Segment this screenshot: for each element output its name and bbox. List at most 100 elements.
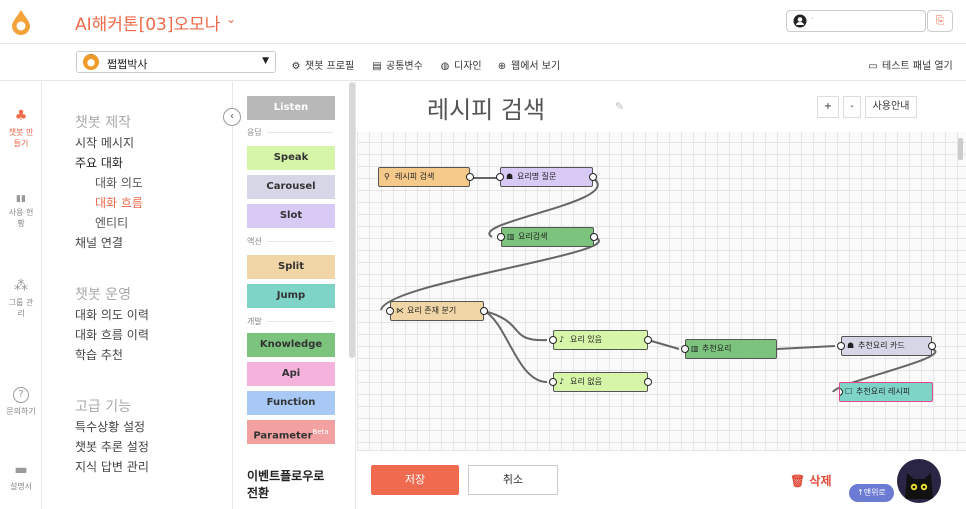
input-port[interactable] bbox=[681, 345, 689, 353]
chat-assistant-avatar[interactable] bbox=[897, 459, 941, 503]
input-port[interactable] bbox=[549, 336, 557, 344]
trash-icon: 🗑 bbox=[790, 474, 806, 488]
output-port[interactable] bbox=[466, 173, 474, 181]
zoom-out-button[interactable]: - bbox=[843, 96, 861, 118]
output-port[interactable] bbox=[644, 336, 652, 344]
account-selector[interactable]: · bbox=[786, 10, 926, 32]
output-port[interactable] bbox=[590, 233, 598, 241]
output-port[interactable] bbox=[589, 173, 597, 181]
palette-function[interactable]: Function bbox=[247, 391, 335, 415]
nav-label: 사용 현황 bbox=[8, 208, 34, 228]
divider bbox=[267, 321, 333, 322]
logo-icon[interactable] bbox=[10, 9, 32, 35]
menu-item-main-dialog[interactable]: 주요 대화 bbox=[75, 156, 123, 170]
menu-section-title: 챗봇 제작 bbox=[75, 115, 131, 131]
flow-node-dish-exists[interactable]: ♪요리 있음 bbox=[549, 330, 652, 350]
menu-item-learning[interactable]: 학습 추천 bbox=[75, 348, 123, 362]
nav-usage[interactable]: ▮▮ 사용 현황 bbox=[0, 194, 42, 229]
input-port[interactable] bbox=[386, 307, 394, 315]
bot-profile-button[interactable]: ⚙챗봇 프로필 bbox=[290, 57, 355, 72]
palette-split[interactable]: Split bbox=[247, 255, 335, 279]
palette-jump[interactable]: Jump bbox=[247, 284, 335, 308]
nav-group[interactable]: ⁂ 그룹 관리 bbox=[0, 278, 42, 319]
menu-section-title: 고급 기능 bbox=[75, 399, 131, 415]
chevron-down-icon[interactable]: ⌄ bbox=[226, 12, 237, 26]
output-port[interactable] bbox=[480, 307, 488, 315]
design-button[interactable]: ◍디자인 bbox=[439, 57, 482, 72]
palette-parameter[interactable]: ParameterBeta bbox=[247, 420, 335, 444]
knowledge-icon: ▥ bbox=[507, 232, 515, 241]
nav-chatbot-build[interactable]: ♣ 챗봇 만들기 bbox=[0, 108, 42, 149]
nav-manual[interactable]: ▬ 설명서 bbox=[0, 462, 42, 492]
account-name: · bbox=[811, 14, 814, 24]
input-port[interactable] bbox=[837, 342, 845, 350]
palette-icon: ◍ bbox=[440, 61, 450, 72]
bot-select[interactable]: 쩝쩝박사 ▼ bbox=[76, 51, 276, 73]
divider bbox=[267, 132, 333, 133]
divider bbox=[267, 241, 333, 242]
slot-icon: ☗ bbox=[506, 172, 514, 181]
flow-node-dish-question[interactable]: ☗요리명 질문 bbox=[496, 167, 597, 187]
switch-to-event-flow[interactable]: 이벤트플로우로 전환 bbox=[247, 469, 325, 500]
flow-node-recommend-card[interactable]: ☗추천요리 카드 bbox=[837, 336, 936, 356]
flow-node-recommend-recipe[interactable]: ☐추천요리 레시피 bbox=[839, 382, 933, 402]
open-test-panel-button[interactable]: ▭테스트 패널 열기 bbox=[867, 57, 953, 72]
edit-icon[interactable]: ✎ bbox=[615, 100, 625, 113]
gear-icon: ⚙ bbox=[291, 61, 301, 72]
top-bar: AI해커톤[03]오모나 ⌄ · ⎘ bbox=[0, 0, 966, 44]
collapse-chevron-icon[interactable]: ‹ bbox=[223, 108, 241, 126]
cancel-button[interactable]: 취소 bbox=[468, 465, 558, 495]
view-on-web-button[interactable]: ⊕웹에서 보기 bbox=[496, 57, 560, 72]
input-port[interactable] bbox=[549, 378, 557, 386]
zoom-in-button[interactable]: + bbox=[817, 96, 839, 118]
input-port[interactable] bbox=[497, 233, 505, 241]
menu-item-special[interactable]: 특수상황 설정 bbox=[75, 420, 146, 434]
menu-item-intent-history[interactable]: 대화 의도 이력 bbox=[75, 308, 149, 322]
common-variables-button[interactable]: ▤공통변수 bbox=[371, 57, 423, 72]
palette-slot[interactable]: Slot bbox=[247, 204, 335, 228]
input-port[interactable] bbox=[496, 173, 504, 181]
menu-item-start-message[interactable]: 시작 메시지 bbox=[75, 136, 135, 150]
nav-label: 문의하기 bbox=[6, 407, 36, 416]
node-label: 요리 없음 bbox=[570, 377, 602, 386]
node-label: 레시피 검색 bbox=[395, 172, 435, 181]
flow-node-recommend[interactable]: ▥추천요리 bbox=[681, 339, 777, 359]
beta-badge: Beta bbox=[312, 428, 329, 436]
nav-inquiry[interactable]: ? 문의하기 bbox=[0, 387, 42, 417]
flow-node-dish-branch[interactable]: ⋉요리 존재 분기 bbox=[386, 301, 488, 321]
guide-button[interactable]: 사용안내 bbox=[865, 96, 917, 118]
menu-item-entity[interactable]: 엔티티 bbox=[95, 216, 129, 230]
nav-label: 그룹 관리 bbox=[8, 298, 34, 318]
view-on-web-label: 웹에서 보기 bbox=[511, 61, 561, 72]
flow-node-dish-search[interactable]: ▥요리검색 bbox=[497, 227, 598, 247]
delete-button[interactable]: 🗑 삭제 bbox=[790, 472, 832, 489]
palette-group-label: 액션 bbox=[247, 237, 262, 246]
output-port[interactable] bbox=[644, 378, 652, 386]
flow-title: 레시피 검색 bbox=[427, 96, 546, 124]
save-button[interactable]: 저장 bbox=[371, 465, 459, 495]
output-port[interactable] bbox=[928, 342, 936, 350]
nav-label: 챗봇 만들기 bbox=[8, 128, 34, 148]
flow-canvas[interactable]: 레시피 검색 ✎ + - 사용안내 ⚲레시피 검색 ☗요리명 질문 ▥요리검색 … bbox=[357, 82, 966, 450]
input-port[interactable] bbox=[840, 388, 843, 396]
logout-button[interactable]: ⎘ bbox=[927, 10, 953, 32]
menu-item-inference[interactable]: 챗봇 추론 설정 bbox=[75, 440, 149, 454]
palette-knowledge[interactable]: Knowledge bbox=[247, 333, 335, 357]
menu-item-dialog-flow[interactable]: 대화 흐름 bbox=[95, 196, 143, 210]
logout-icon: ⎘ bbox=[935, 14, 945, 27]
menu-item-channel[interactable]: 채널 연결 bbox=[75, 236, 123, 250]
palette-carousel[interactable]: Carousel bbox=[247, 175, 335, 199]
menu-item-flow-history[interactable]: 대화 흐름 이력 bbox=[75, 328, 149, 342]
menu-item-intent[interactable]: 대화 의도 bbox=[95, 176, 143, 190]
delete-label: 삭제 bbox=[809, 474, 832, 488]
palette-listen[interactable]: Listen bbox=[247, 96, 335, 120]
flow-node-dish-missing[interactable]: ♪요리 없음 bbox=[549, 372, 652, 392]
back-to-top-button[interactable]: ↑맨위로 bbox=[849, 484, 894, 502]
project-title[interactable]: AI해커톤[03]오모나 bbox=[75, 15, 221, 35]
canvas-scrollbar[interactable] bbox=[958, 138, 963, 160]
palette-scrollbar[interactable] bbox=[349, 82, 355, 358]
flow-node-recipe-search[interactable]: ⚲레시피 검색 bbox=[378, 167, 474, 187]
palette-api[interactable]: Api bbox=[247, 362, 335, 386]
palette-speak[interactable]: Speak bbox=[247, 146, 335, 170]
menu-item-knowledge[interactable]: 지식 답변 관리 bbox=[75, 460, 149, 474]
